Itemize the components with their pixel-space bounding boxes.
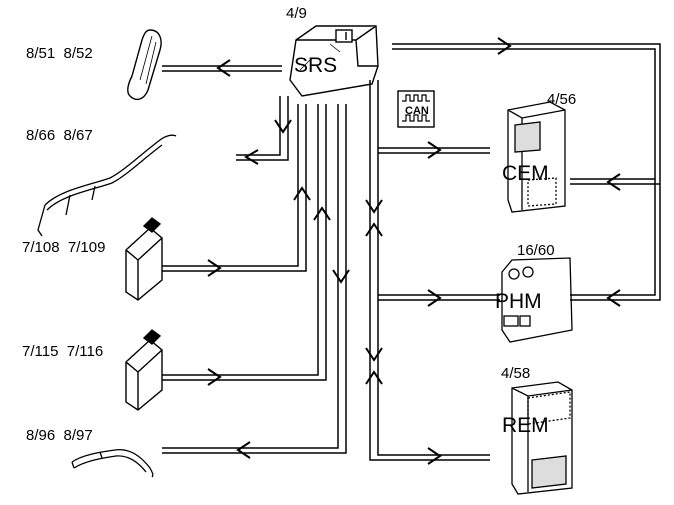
cem-module-icon	[507, 101, 566, 213]
rem-module-icon	[511, 381, 573, 495]
belt-tensioner-1-refs: 7/108 7/109	[22, 239, 105, 256]
srs-module-icon	[289, 25, 379, 97]
cem-ref-label: 4/56	[547, 91, 576, 108]
srs-ref-label: 4/9	[286, 5, 307, 22]
curtain-airbag-refs: 8/66 8/67	[26, 127, 93, 144]
phm-name-label: PHM	[495, 290, 542, 313]
side-airbag-icon	[127, 29, 162, 101]
knee-airbag-refs: 8/96 8/97	[26, 427, 93, 444]
phm-module-icon	[501, 257, 573, 343]
curtain-airbag-icon	[37, 134, 177, 237]
belt-tensioner-2-icon	[125, 329, 163, 411]
rem-ref-label: 4/58	[501, 365, 530, 382]
phm-ref-label: 16/60	[517, 242, 555, 259]
can-badge-label: CAN	[405, 105, 429, 117]
belt-tensioner-1-icon	[125, 217, 163, 301]
rem-name-label: REM	[502, 414, 549, 437]
cem-name-label: CEM	[502, 162, 549, 185]
side-airbag-refs: 8/51 8/52	[26, 45, 93, 62]
knee-airbag-icon	[71, 449, 154, 478]
signal-arrows	[207, 37, 621, 465]
belt-tensioner-2-refs: 7/115 7/116	[22, 343, 103, 360]
srs-name-label: SRS	[294, 54, 337, 77]
can-bus-icon	[397, 90, 435, 128]
